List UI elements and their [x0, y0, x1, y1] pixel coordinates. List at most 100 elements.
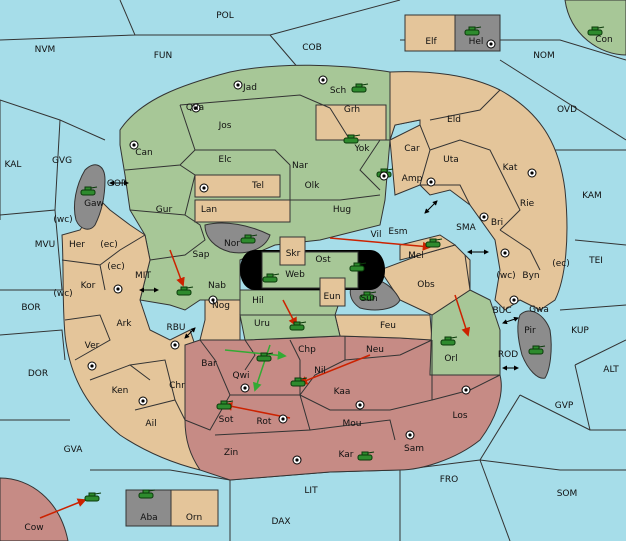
label-kar: Kar: [339, 450, 354, 460]
tank-unit-icon[interactable]: [262, 273, 280, 283]
label-eld: Eld: [447, 115, 461, 125]
tank-unit-icon[interactable]: [138, 489, 156, 499]
label-grh: Grh: [344, 105, 360, 115]
tank-unit-icon[interactable]: [84, 492, 102, 502]
tank-unit-icon[interactable]: [349, 262, 367, 272]
supply-center-dot: [202, 186, 206, 190]
tank-unit-icon[interactable]: [80, 186, 98, 196]
label-sma: SMA: [456, 223, 476, 233]
label-bri: Bri: [491, 218, 503, 228]
label-jad: Jad: [242, 83, 257, 93]
tank-unit-icon[interactable]: [240, 234, 258, 244]
label-ost: Ost: [315, 255, 331, 265]
label-eun: Eun: [323, 292, 340, 302]
label-gaw: Gaw: [84, 199, 104, 209]
province-eun[interactable]: [319, 277, 346, 307]
label-nom: NOM: [533, 51, 555, 61]
supply-center-dot: [132, 143, 136, 147]
supply-center-dot: [281, 417, 285, 421]
label-rot: Rot: [257, 417, 272, 427]
label-vil: Vil: [371, 230, 382, 240]
supply-center-dot: [530, 171, 534, 175]
label-kor: Kor: [81, 281, 96, 291]
label-bor: BOR: [21, 303, 40, 313]
label-sch: Sch: [330, 86, 346, 96]
label-mel: Mel: [408, 251, 424, 261]
province-orn[interactable]: [170, 489, 219, 527]
supply-center-dot: [382, 174, 386, 178]
label-kup: KUP: [571, 326, 589, 336]
province-gaw[interactable]: [73, 164, 106, 230]
supply-center-dot: [512, 298, 516, 302]
label-nar: Nar: [292, 161, 308, 171]
label-pol: POL: [216, 11, 234, 21]
label-som: SOM: [557, 489, 578, 499]
province-elf[interactable]: [404, 14, 456, 52]
label-amp: Amp: [402, 174, 423, 184]
label-feu: Feu: [380, 321, 396, 331]
label-elc: Elc: [218, 155, 231, 165]
province-lan[interactable]: [194, 199, 291, 223]
supply-center-dot: [295, 458, 299, 462]
tank-unit-icon[interactable]: [359, 291, 377, 301]
tank-unit-icon[interactable]: [176, 286, 194, 296]
tank-unit-icon[interactable]: [357, 451, 375, 461]
supply-center-dot: [358, 403, 362, 407]
label-uta: Uta: [443, 155, 459, 165]
region-neutral-west: [61, 199, 211, 471]
tank-unit-icon[interactable]: [587, 26, 605, 36]
province-nor[interactable]: [204, 222, 271, 254]
label-mit: MIT: [135, 271, 151, 281]
supply-center-dot: [236, 83, 240, 87]
label-buc: BUC: [492, 306, 511, 316]
label-fun: FUN: [154, 51, 173, 61]
tank-unit-icon[interactable]: [289, 321, 307, 331]
tank-unit-icon[interactable]: [464, 26, 482, 36]
province-tel[interactable]: [194, 174, 281, 198]
province-nog[interactable]: [199, 299, 241, 341]
label-orl: Orl: [444, 354, 457, 364]
label-lit: LIT: [304, 486, 318, 496]
tank-unit-icon[interactable]: [256, 352, 274, 362]
label-nil: Nil: [314, 366, 326, 376]
label-can: Can: [135, 148, 153, 158]
label-tel: Tel: [251, 181, 264, 191]
tank-unit-icon[interactable]: [290, 377, 308, 387]
tank-unit-icon[interactable]: [216, 400, 234, 410]
label-fro: FRO: [440, 475, 459, 485]
tank-unit-icon[interactable]: [528, 345, 546, 355]
province-car[interactable]: [389, 124, 431, 196]
label-gor: GOR: [107, 179, 127, 189]
label-rod: ROD: [498, 350, 518, 360]
tank-unit-icon[interactable]: [351, 83, 369, 93]
tank-unit-icon[interactable]: [440, 336, 458, 346]
province-grh-area[interactable]: [315, 104, 387, 141]
label-kal: KAL: [5, 160, 22, 170]
label-orn: Orn: [186, 513, 202, 523]
label-dor: DOR: [28, 369, 48, 379]
supply-center-dot: [503, 251, 507, 255]
label-rie: Rie: [520, 199, 535, 209]
label-gvp: GVP: [555, 401, 574, 411]
label-kam: KAM: [582, 191, 602, 201]
province-pir[interactable]: [517, 310, 552, 379]
label-olk: Olk: [305, 181, 321, 191]
label-kaa: Kaa: [334, 387, 351, 397]
coast-tag: (ec): [100, 240, 118, 250]
label-mou: Mou: [343, 419, 362, 429]
label-ark: Ark: [116, 319, 132, 329]
supply-center-dot: [141, 399, 145, 403]
label-hil: Hil: [252, 296, 264, 306]
label-byn: Byn: [522, 271, 539, 281]
label-nog: Nog: [212, 301, 230, 311]
label-sap: Sap: [193, 250, 210, 260]
tank-unit-icon[interactable]: [425, 238, 443, 248]
supply-center-dot: [464, 388, 468, 392]
move-arrows: [39, 180, 519, 519]
tank-unit-icon[interactable]: [343, 134, 361, 144]
supply-center-dot: [482, 215, 486, 219]
label-lan: Lan: [201, 205, 217, 215]
province-skr[interactable]: [279, 236, 306, 266]
